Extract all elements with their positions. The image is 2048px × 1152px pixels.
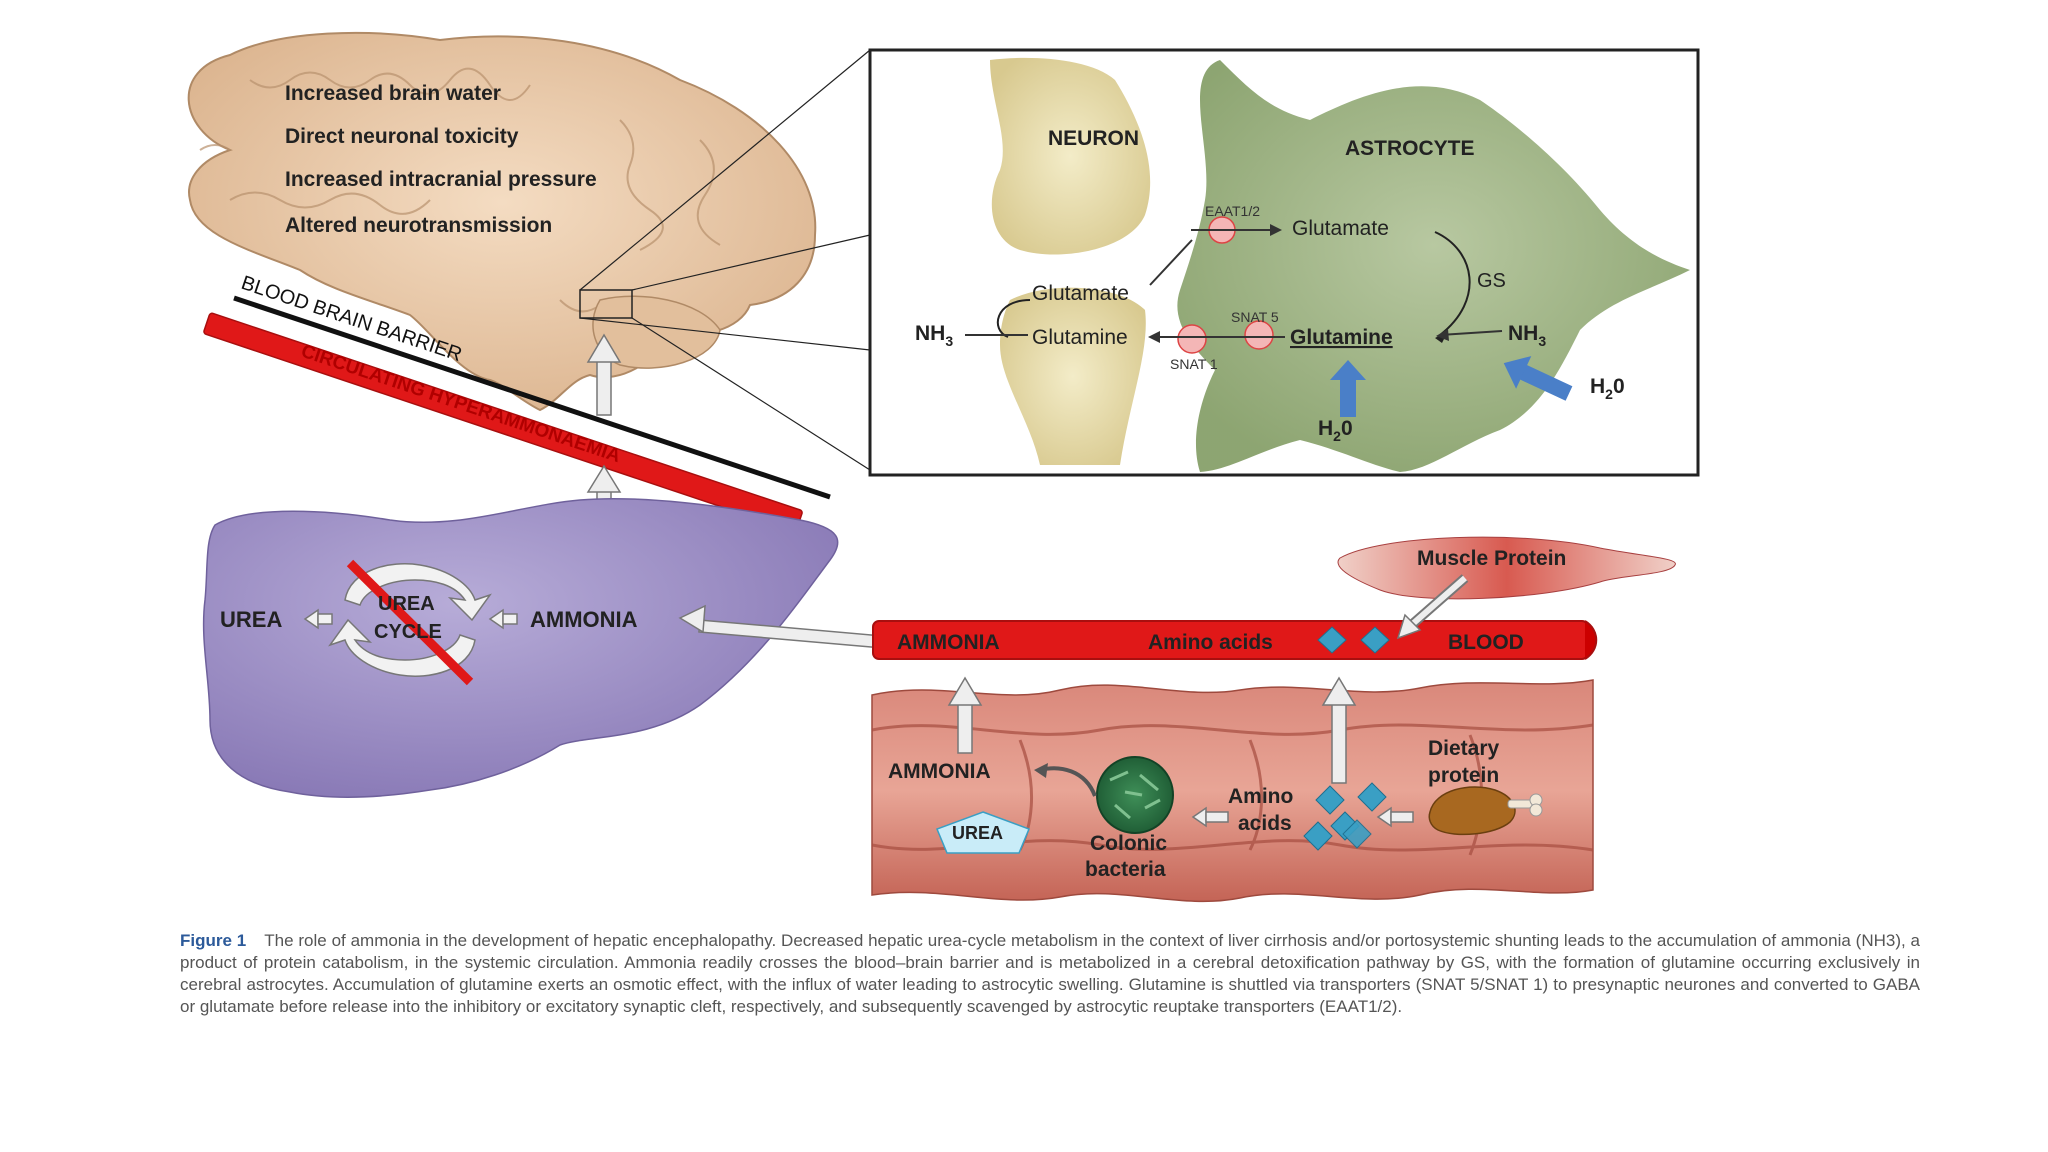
cerebellum — [592, 295, 721, 369]
caption-text: The role of ammonia in the development o… — [180, 931, 1921, 1016]
gut-ammonia-label: AMMONIA — [888, 760, 991, 783]
arrow-to-urea — [303, 608, 333, 630]
blood-brain-barrier-line — [233, 295, 831, 500]
synapse-inset: NEURON ASTROCYTE EAAT1/2 Glutamate GS Gl… — [868, 48, 1700, 477]
effect-increased-intracranial-pressure: Increased intracranial pressure — [285, 168, 597, 191]
nh3-right-arrowhead — [1436, 329, 1449, 341]
blood-label: BLOOD — [1448, 631, 1524, 654]
neuron-to-eaat-arrow — [1149, 239, 1193, 286]
eaat-label: EAAT1/2 — [1205, 203, 1260, 219]
water-arrow-right — [1503, 356, 1573, 401]
liver-shape — [202, 497, 839, 798]
nh3-right-arrow — [1439, 330, 1503, 336]
snat5-label: SNAT 5 — [1231, 309, 1279, 325]
brain-zoom-box — [579, 289, 633, 319]
brain — [187, 31, 817, 412]
blood-amino-diamonds — [1317, 626, 1390, 654]
snat5-transporter — [1244, 320, 1274, 350]
nh3-left: NH3 — [915, 322, 953, 349]
h2o-right: H20 — [1590, 375, 1625, 402]
neuron-top-shape — [990, 57, 1151, 255]
arrow-ammonia-to-cycle — [488, 608, 518, 630]
h2o-left: H20 — [1318, 417, 1353, 444]
gut-amino-line2: acids — [1238, 812, 1292, 835]
gs-arrow — [1434, 231, 1471, 336]
astrocyte-shape — [1177, 60, 1690, 472]
effect-increased-brain-water: Increased brain water — [285, 82, 501, 105]
nh3-right: NH3 — [1508, 322, 1546, 349]
arrow-up-to-brain — [586, 333, 622, 416]
astrocyte-label: ASTROCYTE — [1345, 137, 1475, 160]
urea-pentagon — [936, 811, 1030, 854]
muscle-protein-label: Muscle Protein — [1417, 547, 1566, 570]
snat1-transporter — [1177, 324, 1207, 354]
arrow-amino-to-bacteria — [1191, 806, 1229, 828]
bacteria-arrowhead — [1034, 763, 1048, 778]
liver-ammonia-label: AMMONIA — [530, 607, 638, 632]
neuron-bottom-shape — [1000, 287, 1146, 465]
dietary-line2: protein — [1428, 764, 1499, 787]
gut — [871, 679, 1594, 903]
effect-direct-neuronal-toxicity: Direct neuronal toxicity — [285, 125, 519, 148]
neuron-label: NEURON — [1048, 127, 1139, 150]
glutamate-astrocyte: Glutamate — [1292, 217, 1389, 240]
colonic-line2: bacteria — [1085, 858, 1166, 881]
urea-cycle-line1: UREA — [378, 593, 435, 615]
glutamine-astrocyte: Glutamine — [1290, 326, 1393, 349]
zoom-lines — [579, 49, 871, 471]
colonic-line1: Colonic — [1090, 832, 1167, 855]
gut-amino-line1: Amino — [1228, 785, 1293, 808]
bacteria-rods — [1109, 770, 1161, 820]
arrow-muscle-to-blood — [1396, 574, 1469, 640]
chicken-drumstick-icon — [1428, 786, 1543, 836]
snat-arrowhead — [1148, 331, 1160, 343]
figure-label: Figure 1 — [180, 931, 247, 950]
snat1-label: SNAT 1 — [1170, 356, 1218, 372]
water-arrow-left — [1330, 360, 1366, 417]
effect-altered-neurotransmission: Altered neurotransmission — [285, 214, 552, 237]
brain-gyri — [199, 67, 721, 316]
urea-cycle-strike — [346, 559, 474, 686]
liver — [202, 497, 839, 798]
glutamine-neuron: Glutamine — [1032, 326, 1128, 349]
arrow-dietary-to-amino — [1376, 806, 1414, 828]
eaat-arrowhead — [1270, 224, 1282, 236]
gut-urea-label: UREA — [952, 823, 1003, 843]
urea-cycle-line2: CYCLE — [374, 621, 442, 643]
gut-amino-diamonds — [1303, 782, 1387, 851]
dietary-line1: Dietary — [1428, 737, 1500, 760]
gs-label: GS — [1477, 270, 1506, 292]
liver-urea-label: UREA — [220, 607, 282, 632]
urea-cycle-arrows — [328, 563, 492, 677]
muscle — [1337, 536, 1676, 600]
blood-amino-acids-label: Amino acids — [1148, 631, 1273, 654]
glutamate-neuron: Glutamate — [1032, 282, 1129, 305]
arrow-gut-ammonia-up — [947, 676, 983, 754]
blood-ammonia-label: AMMONIA — [897, 631, 1000, 654]
arrow-gut-amino-up — [1321, 676, 1357, 784]
